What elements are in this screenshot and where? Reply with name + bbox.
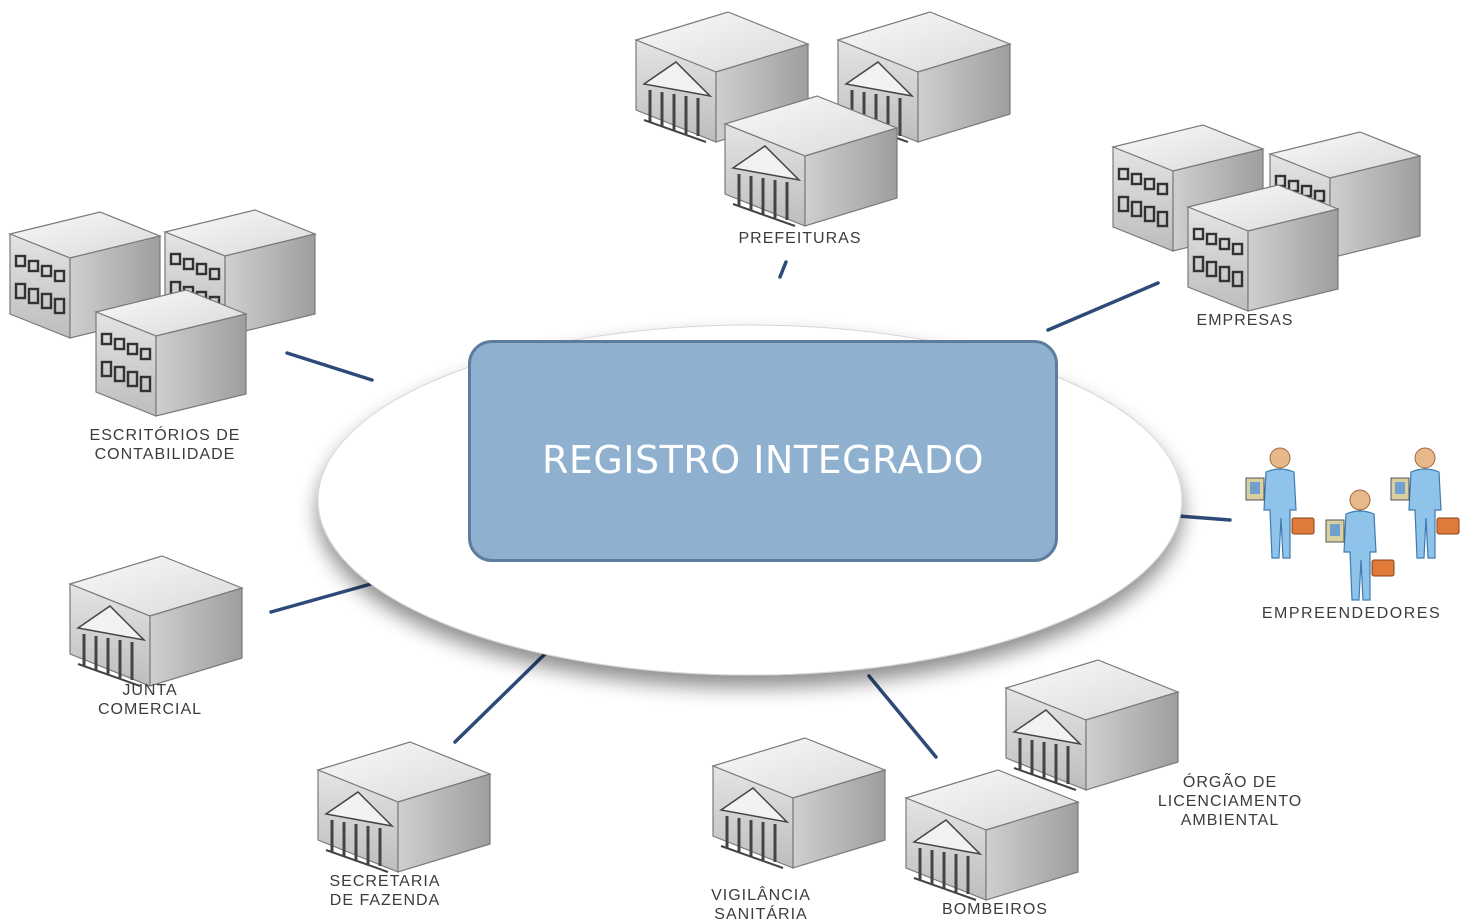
office-building-icon — [94, 288, 248, 418]
label-secretaria: SECRETARIA DE FAZENDA — [329, 873, 441, 909]
businessman-icon — [1245, 447, 1315, 559]
government-building-icon — [904, 768, 1080, 902]
government-building-icon — [1004, 658, 1180, 792]
prefeituras-icon-group — [634, 10, 1012, 228]
label-escritorios: ESCRITÓRIOS DE CONTABILIDADE — [89, 427, 241, 463]
businessman-icon — [1325, 489, 1395, 601]
connector-bombeiros — [867, 674, 938, 759]
label-bombeiros: BOMBEIROS — [942, 901, 1048, 918]
connector-secretaria — [453, 650, 549, 744]
connector-escritorios — [285, 351, 374, 382]
connector-junta — [269, 580, 380, 614]
government-building-icon — [711, 736, 887, 870]
government-building-icon — [316, 740, 492, 874]
label-empresas: EMPRESAS — [1196, 312, 1294, 329]
escritorios-icon-group — [8, 208, 317, 418]
businessman-icon — [1390, 447, 1460, 559]
connector-prefeituras — [778, 260, 788, 279]
empreendedores-icon-group — [1245, 447, 1460, 601]
label-junta: JUNTA COMERCIAL — [97, 682, 203, 718]
registro-integrado-box: REGISTRO INTEGRADO — [468, 340, 1058, 562]
center-title: REGISTRO INTEGRADO — [541, 438, 985, 482]
label-vigilancia: VIGILÂNCIA SANITÁRIA — [711, 887, 811, 923]
label-prefeituras: PREFEITURAS — [738, 230, 862, 247]
connector-empresas — [1046, 281, 1160, 332]
connector-empreendedores — [1176, 514, 1232, 522]
connector-lines — [269, 260, 1232, 759]
office-building-icon — [1186, 183, 1340, 313]
government-building-icon — [68, 554, 244, 688]
label-orgao: ÓRGÃO DE LICENCIAMENTO AMBIENTAL — [1157, 774, 1303, 829]
label-empreendedores: EMPREENDEDORES — [1261, 605, 1442, 622]
